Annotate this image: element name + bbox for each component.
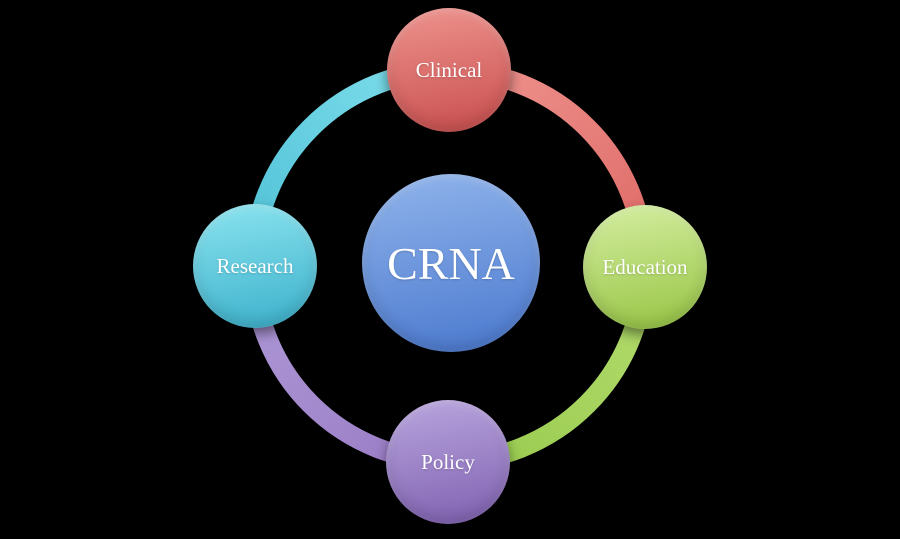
node-clinical: Clinical — [387, 8, 511, 132]
node-education-label: Education — [602, 254, 688, 279]
node-education: Education — [583, 205, 707, 329]
node-research: Research — [193, 204, 317, 328]
node-policy-label: Policy — [421, 449, 475, 474]
center-node-label: CRNA — [387, 237, 515, 289]
node-research-label: Research — [216, 253, 294, 278]
node-policy: Policy — [386, 400, 510, 524]
node-clinical-label: Clinical — [415, 57, 483, 82]
center-node-crna: CRNA — [362, 174, 540, 352]
